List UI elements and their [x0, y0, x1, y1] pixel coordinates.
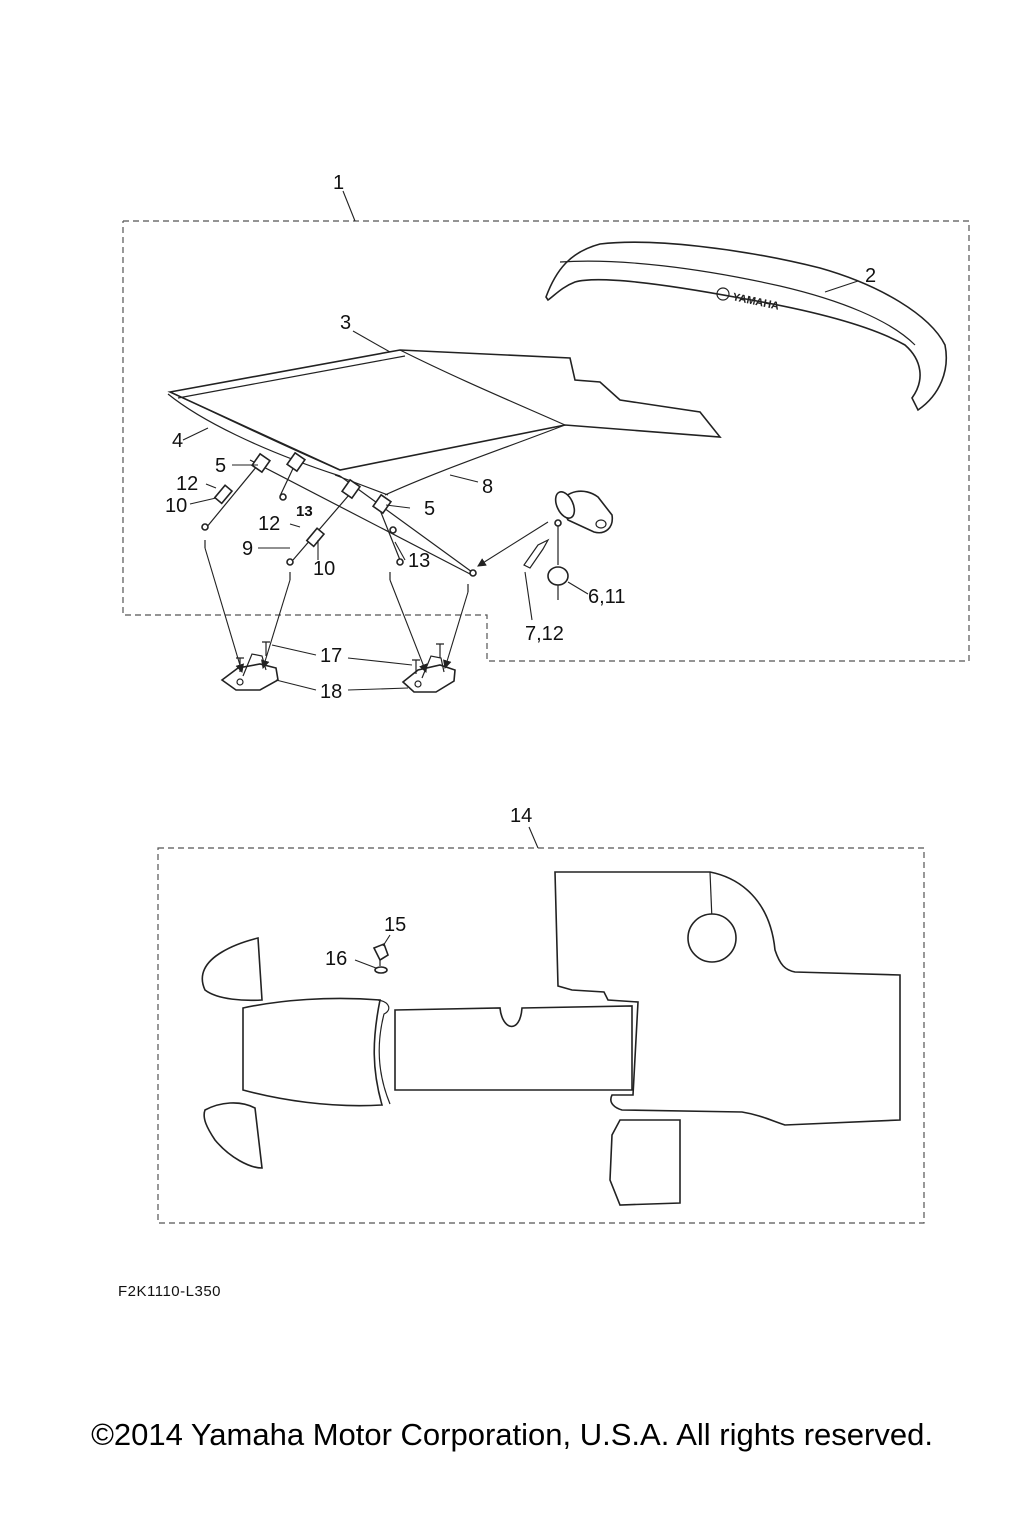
callout-17: 17 [320, 645, 342, 667]
callout-3: 3 [340, 312, 351, 334]
part-2-bow-cover: YAMAHA [545, 241, 947, 412]
part-3-canvas-top [167, 349, 722, 471]
part-18-mount-left [220, 653, 279, 691]
group-14-boundary [157, 847, 925, 1224]
assembly-arrows [204, 521, 549, 674]
callout-5b: 5 [424, 498, 435, 520]
callout-15: 15 [384, 914, 406, 936]
callout-13a: 13 [296, 503, 313, 520]
callout-4: 4 [172, 430, 183, 452]
leader-lines [182, 190, 859, 691]
callout-10b: 10 [313, 558, 335, 580]
callout-12b: 12 [258, 513, 280, 535]
callout-5a: 5 [215, 455, 226, 477]
callout-9: 9 [242, 538, 253, 560]
callouts-group-14: 14 15 16 [325, 805, 532, 970]
figure-code: F2K1110-L350 [118, 1283, 222, 1300]
callout-16: 16 [325, 948, 347, 970]
frame-tubes [167, 393, 566, 592]
mat-step [609, 1119, 681, 1206]
part-15-16-fastener [354, 934, 391, 974]
callout-6-11: 6,11 [588, 586, 625, 608]
callout-7-12: 7,12 [525, 623, 564, 645]
callouts-group-1: 1 2 3 4 5 5 8 9 12 10 12 10 13 13 6,11 7… [165, 172, 876, 703]
mat-rear-left [203, 1102, 263, 1169]
callout-14: 14 [510, 805, 532, 827]
callout-1: 1 [333, 172, 344, 194]
bimini-top-group: YAMAHA [122, 172, 970, 703]
group-1-boundary [122, 220, 970, 662]
mat-deck-main [554, 871, 901, 1126]
mat-kit-group: 14 15 16 [157, 805, 925, 1224]
mat-center [394, 1005, 633, 1091]
callout-18: 18 [320, 681, 342, 703]
mat-front-left [201, 936, 263, 1002]
mat-cutout-hole [687, 913, 737, 963]
callout-2: 2 [865, 265, 876, 287]
callout-13b: 13 [408, 550, 430, 572]
mat-bow [242, 997, 384, 1107]
callout-10a: 10 [165, 495, 187, 517]
callout-8: 8 [482, 476, 493, 498]
copyright-notice: ©2014 Yamaha Motor Corporation, U.S.A. A… [91, 1417, 933, 1452]
part-6-bracket [523, 490, 614, 600]
callout-12a: 12 [176, 473, 198, 495]
